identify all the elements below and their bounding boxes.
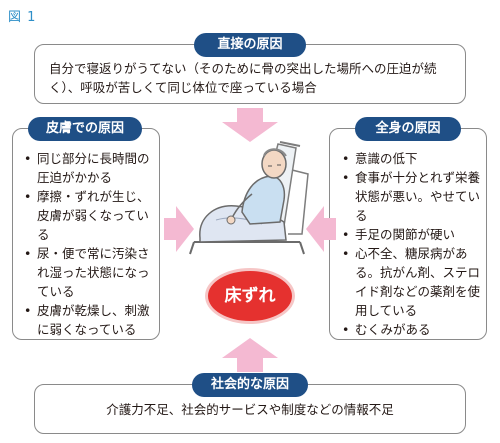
arrow-down-icon — [222, 108, 278, 142]
systemic-cause-list: 意識の低下 食事が十分とれず栄養状態が悪い。やせている 手足の関節が硬い 心不全… — [342, 149, 480, 339]
skin-cause-item: 同じ部分に長時間の圧迫がかかる — [24, 149, 154, 187]
systemic-cause-box: 意識の低下 食事が十分とれず栄養状態が悪い。やせている 手足の関節が硬い 心不全… — [329, 128, 487, 340]
skin-cause-item: 皮膚が乾燥し、刺激に弱くなっている — [24, 301, 154, 339]
social-cause-title: 社会的な原因 — [192, 373, 308, 397]
arrow-up-icon — [222, 338, 278, 372]
arrow-left-icon — [306, 206, 336, 252]
figure-label: 図 1 — [8, 10, 37, 25]
skin-cause-item: 摩擦・ずれが生じ、皮膚が弱くなっている — [24, 187, 154, 244]
patient-in-bed-illustration — [189, 141, 309, 255]
direct-cause-text: 自分で寝返りがうてない（そのために骨の突出した場所への圧迫が続く）、呼吸が苦しく… — [49, 61, 437, 95]
pressure-sore-center: 床ずれ — [205, 268, 295, 324]
systemic-cause-item: むくみがある — [342, 320, 480, 339]
social-cause-text: 介護力不足、社会的サービスや制度などの情報不足 — [106, 402, 394, 417]
arrow-right-icon — [164, 206, 194, 252]
systemic-cause-title: 全身の原因 — [355, 117, 461, 141]
systemic-cause-item: 意識の低下 — [342, 149, 480, 168]
systemic-cause-item: 心不全、糖尿病がある。抗がん剤、ステロイド剤などの薬剤を使用している — [342, 244, 480, 320]
skin-cause-box: 同じ部分に長時間の圧迫がかかる 摩擦・ずれが生じ、皮膚が弱くなっている 尿・便で… — [12, 128, 160, 340]
skin-cause-item: 尿・便で常に汚染され湿った状態になっている — [24, 244, 154, 301]
skin-cause-title: 皮膚での原因 — [28, 117, 142, 141]
systemic-cause-item: 食事が十分とれず栄養状態が悪い。やせている — [342, 168, 480, 225]
systemic-cause-item: 手足の関節が硬い — [342, 225, 480, 244]
skin-cause-list: 同じ部分に長時間の圧迫がかかる 摩擦・ずれが生じ、皮膚が弱くなっている 尿・便で… — [24, 149, 154, 339]
direct-cause-title: 直接の原因 — [194, 33, 306, 57]
